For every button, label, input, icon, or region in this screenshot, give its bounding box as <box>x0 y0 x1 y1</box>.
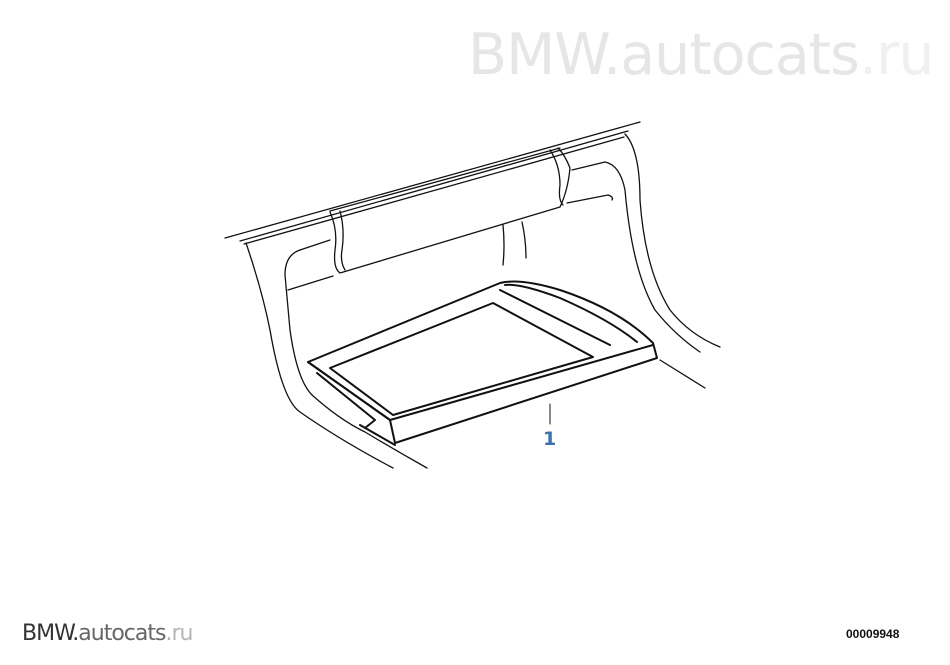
watermark-site: autocats <box>620 22 860 88</box>
handle-bar <box>329 147 571 274</box>
watermark-tld: .ru <box>165 621 193 646</box>
watermark-top: BMW.autocats.ru <box>468 22 935 88</box>
watermark-brand: BMW. <box>468 22 621 88</box>
watermark-bottom: BMW.autocats.ru <box>22 621 193 646</box>
watermark-tld: .ru <box>858 22 935 88</box>
left-panel <box>245 239 428 469</box>
floor-lines <box>659 359 706 389</box>
watermark-brand: BMW. <box>22 621 79 646</box>
right-panel <box>566 133 721 353</box>
diagram-id: 00009948 <box>846 627 900 641</box>
watermark-site: autocats <box>78 621 166 646</box>
tray <box>307 280 658 446</box>
callout-label-1[interactable]: 1 <box>543 428 557 450</box>
top-rail <box>224 121 641 245</box>
